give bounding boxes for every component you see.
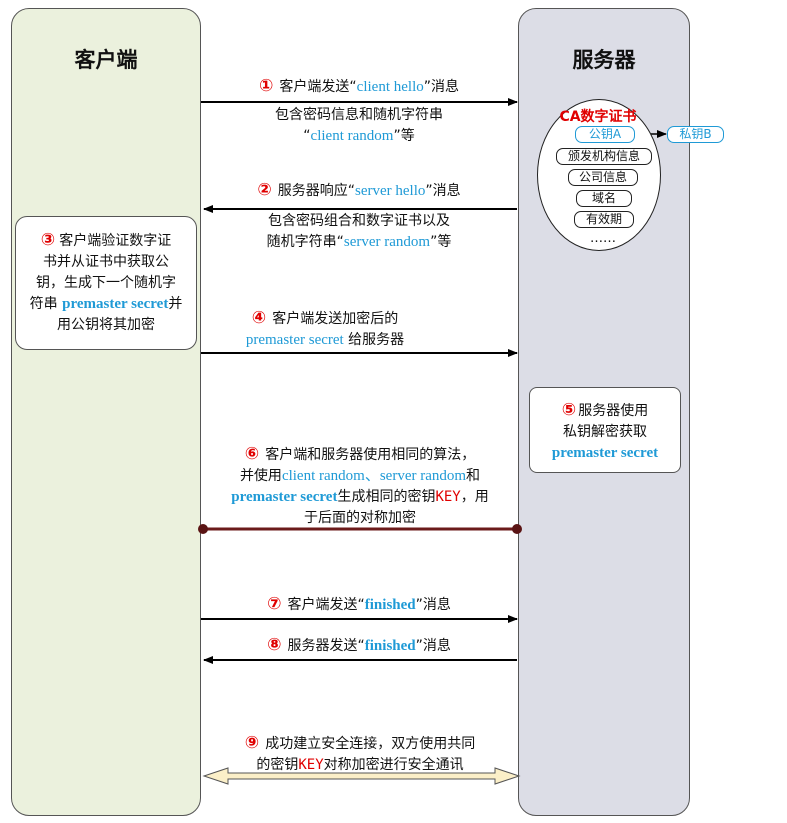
step3-text-f: 并: [168, 296, 183, 312]
cert-domain: 域名: [576, 190, 632, 207]
step6-key: KEY: [435, 489, 461, 505]
step8-text-c: ”消息: [415, 638, 451, 654]
step1-text-c: ”消息: [423, 79, 459, 95]
step5-line3: premaster secret: [551, 445, 659, 461]
step6-text-d: 和: [466, 468, 481, 484]
step2-text-c: ”消息: [425, 183, 461, 199]
step3-line5: 用公钥将其加密: [57, 317, 155, 333]
step1-detail: 包含密码信息和随机字符串 “client random”等: [205, 105, 513, 147]
step1-detail-line1: 包含密码信息和随机字符串: [275, 107, 443, 123]
step5-number: ⑤: [561, 400, 577, 420]
step6-line3: premaster secret生成相同的密钥KEY，用: [203, 487, 517, 508]
step4-number: ④: [251, 308, 267, 328]
cert-company: 公司信息: [568, 169, 638, 186]
step2-message: ② 服务器响应“server hello”消息: [205, 180, 513, 202]
step2-detail-prefix: 随机字符串“: [266, 234, 344, 250]
dot-left: [198, 524, 208, 534]
step1-client-random: client random: [310, 128, 394, 144]
step3-line3: 钥，生成下一个随机字: [36, 275, 176, 291]
arrow-secure-connection: [202, 767, 521, 785]
step3-text-d: 符串: [29, 296, 63, 312]
step7-finished: finished: [364, 597, 416, 613]
step3-line4: 符串 premaster secret并: [16, 294, 196, 315]
step9-key: KEY: [298, 757, 324, 773]
step3-line2: 书并从证书中获取公: [43, 254, 169, 270]
step4-text-c: 给服务器: [343, 332, 405, 348]
step9-number: ⑨: [244, 733, 260, 753]
step1-detail-line2: “client random”等: [205, 126, 513, 147]
step2-detail: 包含密码组合和数字证书以及 随机字符串“server random”等: [205, 211, 513, 253]
step2-detail-suffix: ”等: [430, 234, 452, 250]
step6-number: ⑥: [244, 444, 260, 464]
step2-server-random: server random: [343, 234, 431, 250]
step2-detail-line2: 随机字符串“server random”等: [205, 232, 513, 253]
step9-text-d: 对称加密进行安全通讯: [323, 757, 464, 773]
step7-number: ⑦: [267, 594, 282, 614]
step1-text-a: 客户端发送“: [279, 79, 357, 95]
step8-finished: finished: [364, 638, 416, 654]
step6-message: ⑥ 客户端和服务器使用相同的算法， 并使用client random、server…: [203, 444, 517, 529]
step1-message: ① 客户端发送“client hello”消息: [205, 76, 513, 98]
step9-text-a: 成功建立安全连接，双方使用共同: [265, 736, 476, 752]
cert-validity: 有效期: [574, 211, 634, 228]
step4-line2: premaster secret 给服务器: [205, 330, 445, 351]
step6-line1: ⑥ 客户端和服务器使用相同的算法，: [203, 444, 517, 466]
step3-premaster: premaster secret: [62, 296, 169, 312]
step8-message: ⑧ 服务器发送“finished”消息: [205, 635, 513, 657]
step9-message: ⑨ 成功建立安全连接，双方使用共同 的密钥KEY对称加密进行安全通讯: [203, 733, 517, 776]
step7-text-a: 客户端发送“: [287, 597, 365, 613]
step5-text-a: 服务器使用: [578, 403, 649, 419]
step3-text-a: 客户端验证数字证: [59, 233, 172, 249]
step7-message: ⑦ 客户端发送“finished”消息: [205, 594, 513, 616]
step4-premaster: premaster secret: [245, 332, 344, 348]
step6-randoms: client random、server random: [281, 468, 467, 484]
step2-detail-line1: 包含密码组合和数字证书以及: [268, 213, 450, 229]
step8-text-a: 服务器发送“: [287, 638, 365, 654]
cert-more: ……: [590, 231, 616, 246]
cert-public-key: 公钥A: [575, 126, 635, 143]
step5-line2: 私钥解密获取: [563, 424, 647, 440]
client-lane: 客户端: [11, 8, 201, 816]
step6-line4: 于后面的对称加密: [304, 510, 416, 526]
step1-number: ①: [259, 76, 274, 96]
client-lane-title: 客户端: [74, 48, 138, 72]
step8-number: ⑧: [267, 635, 282, 655]
step1-detail-quote-close: ”等: [393, 128, 415, 144]
cert-issuer: 颁发机构信息: [556, 148, 652, 165]
step9-line1: ⑨ 成功建立安全连接，双方使用共同: [203, 733, 517, 755]
step6-line2: 并使用client random、server random和: [203, 466, 517, 487]
step1-client-hello: client hello: [356, 79, 424, 95]
step6-text-a: 客户端和服务器使用相同的算法，: [265, 447, 476, 463]
step3-number: ③: [40, 230, 56, 250]
step1-detail-quote-open: “: [303, 128, 311, 144]
step4-text-a: 客户端发送加密后的: [272, 311, 399, 327]
step2-number: ②: [257, 180, 272, 200]
dot-right: [512, 524, 522, 534]
step4-line1: ④ 客户端发送加密后的: [205, 308, 445, 330]
step2-text-a: 服务器响应“: [277, 183, 355, 199]
step9-text-b: 的密钥: [256, 757, 299, 773]
step6-text-h: ，用: [460, 489, 489, 505]
step9-line2: 的密钥KEY对称加密进行安全通讯: [203, 755, 517, 776]
ca-certificate-title: CA数字证书: [559, 109, 637, 125]
step6-text-f: 生成相同的密钥: [337, 489, 436, 505]
step6-text-b: 并使用: [239, 468, 282, 484]
step6-premaster: premaster secret: [231, 489, 338, 505]
step4-message: ④ 客户端发送加密后的 premaster secret 给服务器: [205, 308, 445, 351]
server-lane-title: 服务器: [572, 48, 636, 72]
cert-private-key: 私钥B: [667, 126, 724, 143]
step2-server-hello: server hello: [355, 183, 426, 199]
step7-text-c: ”消息: [415, 597, 451, 613]
